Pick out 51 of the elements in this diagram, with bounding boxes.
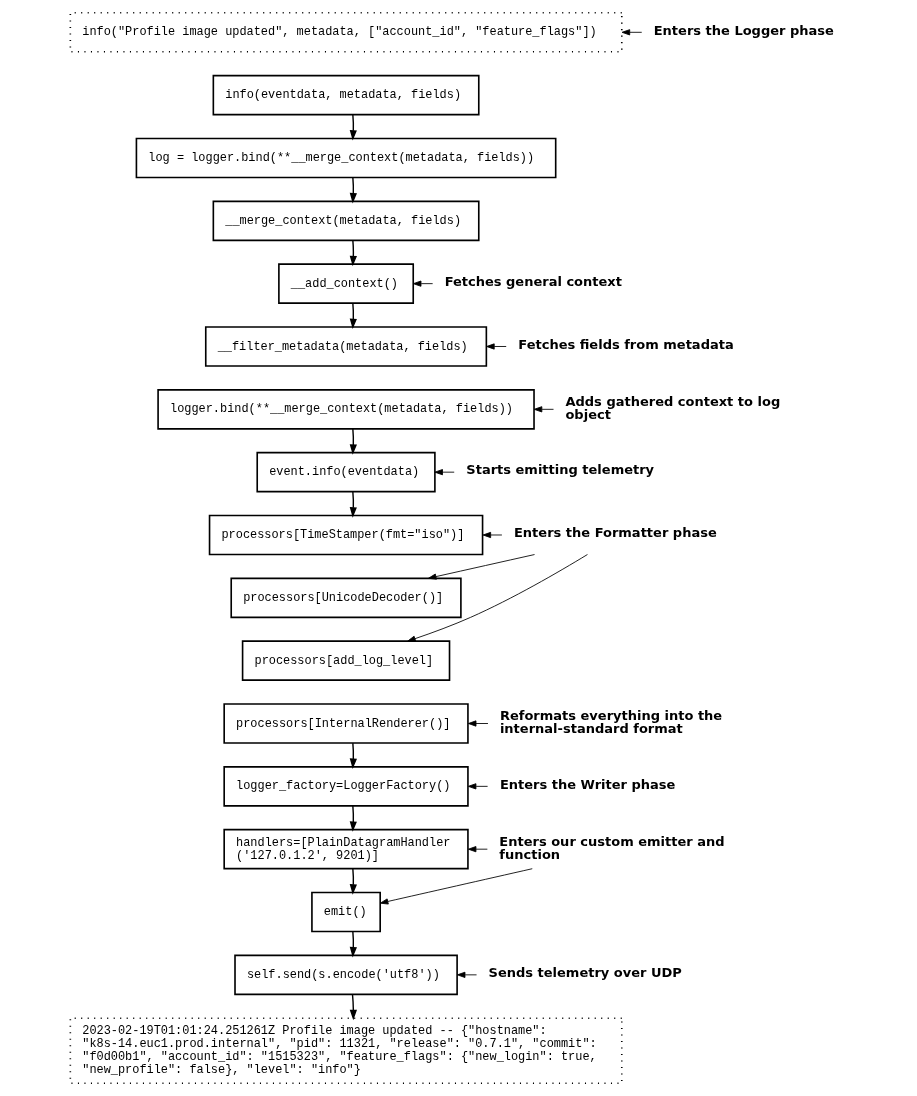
arrow <box>349 239 357 267</box>
node-text: Enters the Formatter phase <box>513 525 717 541</box>
node-box: handlers=[PlainDatagramHandler ('127.0.1.2', 9201)] <box>222 828 469 870</box>
node-box: __filter_metadata(metadata, fields) <box>204 326 487 367</box>
arrow <box>412 280 433 287</box>
arrow <box>433 469 455 476</box>
node-box: self.send(s.encode('utf8')) <box>233 954 458 996</box>
node-text: Fetches fields from metadata <box>517 336 734 352</box>
arrow <box>467 720 488 727</box>
arrow <box>349 491 357 518</box>
node-text: Enters our custom emitter and function <box>498 833 725 862</box>
node-box: info("Profile image updated", metadata, ["account_id", "feature_flags"]) <box>69 12 623 53</box>
arrow <box>379 868 533 905</box>
node-text: Adds gathered context to log object <box>564 393 780 422</box>
node-text: Fetches general context <box>444 273 622 289</box>
arrow <box>467 846 488 853</box>
arrow <box>349 428 357 455</box>
node-box: log = logger.bind(**__merge_context(metadata, fields)) <box>135 137 556 179</box>
node-box: processors[TimeStamper(fmt="iso")] <box>208 514 483 556</box>
arrow <box>349 805 357 832</box>
arrow <box>349 302 357 330</box>
node-box: __merge_context(metadata, fields) <box>212 200 480 242</box>
arrow <box>621 29 642 36</box>
node-box: processors[add_log_level] <box>241 640 450 681</box>
arrow <box>349 993 357 1021</box>
arrow <box>349 930 357 958</box>
arrow <box>456 971 477 978</box>
node-text: Sends telemetry over UDP <box>488 965 682 981</box>
node-box: processors[InternalRenderer()] <box>222 703 469 744</box>
node-box: info(eventdata, metadata, fields) <box>212 74 480 116</box>
arrow <box>349 868 357 895</box>
node-text: Reformats everything into the internal-standard format <box>499 707 722 736</box>
arrow <box>482 531 502 539</box>
node-box: logger.bind(**__merge_context(metadata, fields)) <box>156 389 535 430</box>
arrow <box>349 176 357 204</box>
arrow <box>349 114 357 141</box>
node-box: processors[UnicodeDecoder()] <box>229 577 462 619</box>
arrow <box>349 742 357 769</box>
node-box: emit() <box>310 891 381 933</box>
arrow <box>427 554 535 580</box>
node-text: Enters the Logger phase <box>653 22 834 38</box>
node-box: event.info(eventdata) <box>255 451 436 493</box>
node-box: logger_factory=LoggerFactory() <box>222 766 469 807</box>
arrow <box>406 554 588 642</box>
node-box: 2023-02-19T01:01:24.251261Z Profile image updated -- {"hostname": "k8s-14.euc1.prod.internal", "pid": 11321, "release": "0.7.1", "commit": "f0d00b1", "account_id": "1515323", "feature_flags": {"new_login": true, "new_profile": false}, "level": "info"} <box>69 1017 623 1084</box>
arrow <box>485 343 507 350</box>
node-text: Enters the Writer phase <box>499 776 675 792</box>
node-text: Starts emitting telemetry <box>465 462 654 478</box>
arrow <box>533 406 554 413</box>
arrow <box>467 783 488 790</box>
node-box: __add_context() <box>277 263 414 304</box>
